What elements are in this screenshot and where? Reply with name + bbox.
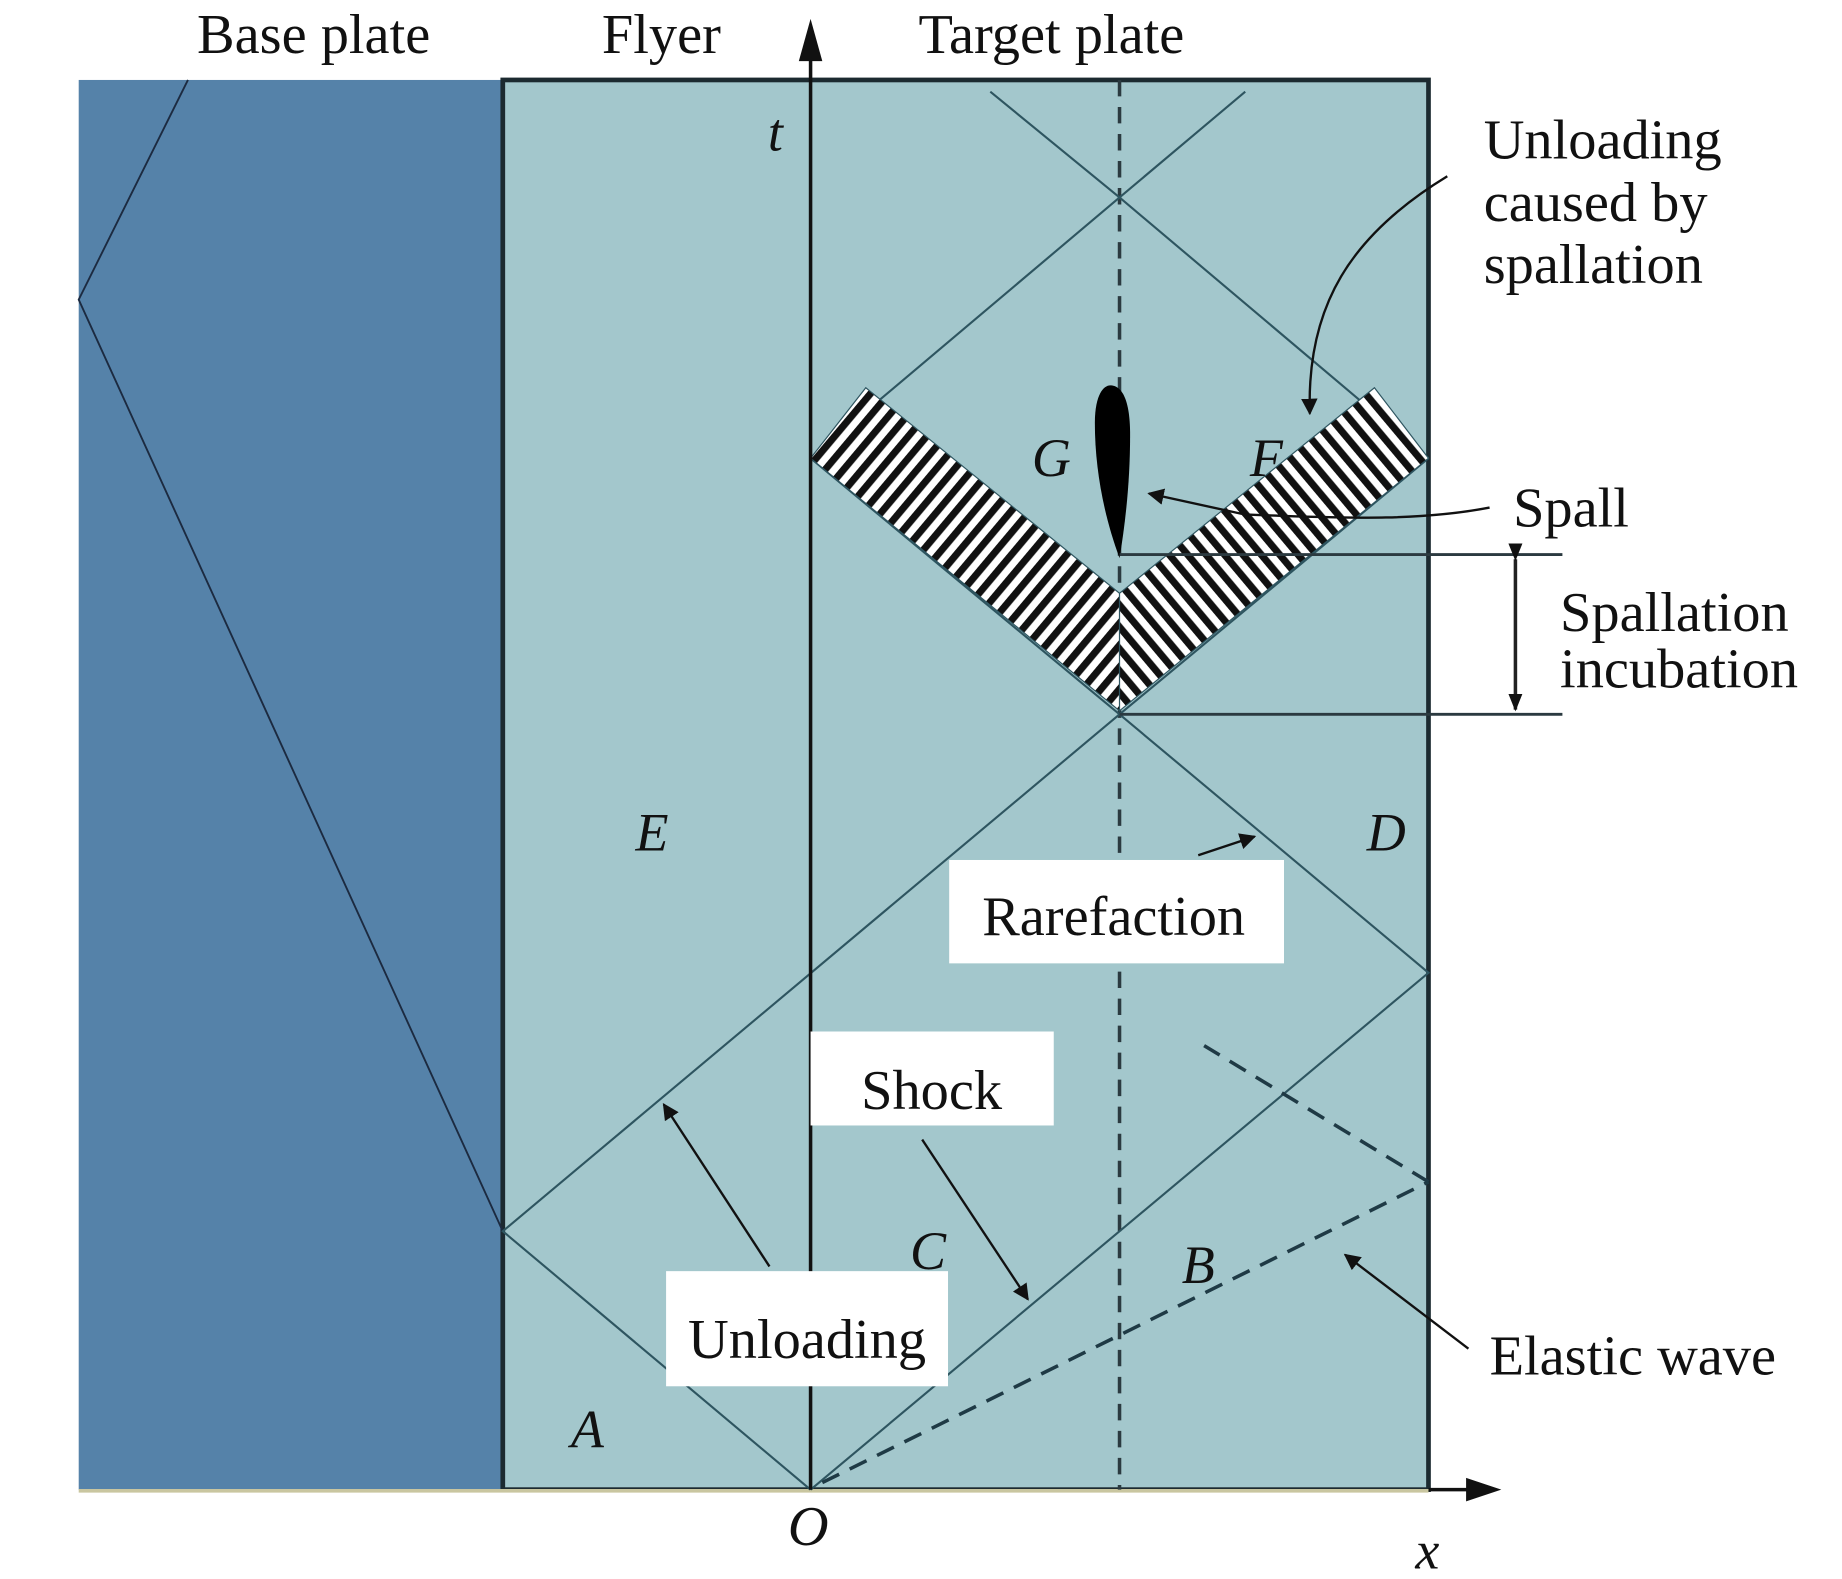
- elastic-wave-lines: [821, 1044, 1430, 1485]
- spall-label: Spall: [1513, 477, 1629, 539]
- elastic-wave-label: Elastic wave: [1490, 1326, 1776, 1388]
- region-d-label: D: [1366, 803, 1406, 863]
- x-axis-label: x: [1414, 1520, 1439, 1579]
- spall-pointer: [1147, 488, 1490, 519]
- rarefaction-box: [949, 859, 1284, 964]
- header-flyer: Flyer: [602, 4, 721, 66]
- unloading-spallation-label-line2: caused by: [1484, 172, 1708, 234]
- region-g-label: G: [1032, 428, 1071, 488]
- hatched-band-right: [1118, 386, 1430, 713]
- shock-label: Shock: [861, 1060, 1003, 1122]
- shock-box: [810, 1031, 1054, 1126]
- region-b-label: B: [1182, 1235, 1215, 1295]
- rarefaction-label: Rarefaction: [982, 886, 1245, 948]
- unloading-label: Unloading: [688, 1309, 926, 1371]
- region-e-label: E: [634, 803, 668, 863]
- region-c-label: C: [910, 1221, 947, 1281]
- unloading-box: [666, 1271, 949, 1387]
- region-a-label: A: [568, 1399, 605, 1459]
- origin-label: O: [788, 1496, 829, 1558]
- base-plate-wave-line: [77, 79, 504, 1232]
- t-axis-arrowhead: [798, 18, 823, 62]
- unloading-spallation-pointer: [1301, 175, 1448, 416]
- elastic-wave-pointer: [1343, 1253, 1470, 1350]
- region-f-label: F: [1249, 428, 1284, 488]
- base-plate-region: [78, 79, 503, 1490]
- flyer-target-region: [500, 77, 1431, 1492]
- unloading-spallation-label-line1: Unloading: [1484, 110, 1722, 172]
- t-axis-label: t: [768, 102, 785, 162]
- spallation-incubation-label-line1: Spallation: [1560, 582, 1789, 644]
- rarefaction-pointer: [1197, 833, 1257, 857]
- x-axis-arrowhead: [1466, 1477, 1502, 1502]
- header-target-plate: Target plate: [918, 4, 1184, 66]
- spallation-incubation-label-line2: incubation: [1560, 638, 1798, 700]
- unloading-spallation-label-line3: spallation: [1484, 234, 1703, 296]
- pointer-arrows: [662, 175, 1490, 1350]
- unloading-pointer: [662, 1102, 771, 1268]
- shock-pointer: [921, 1138, 1029, 1301]
- spall-crack: [1094, 385, 1131, 559]
- header-base-plate: Base plate: [197, 4, 430, 66]
